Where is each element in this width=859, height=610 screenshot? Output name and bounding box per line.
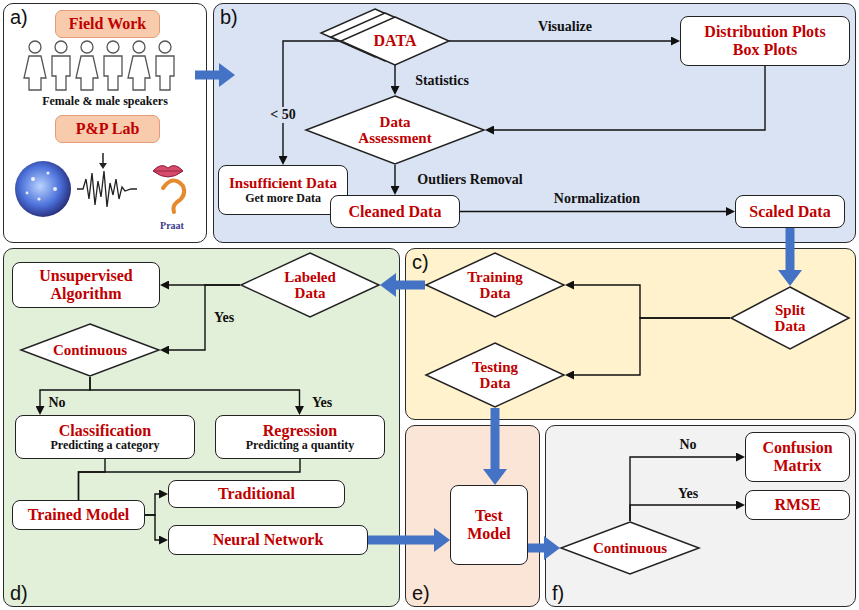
- decision-diamond: Continuous: [20, 323, 160, 377]
- node-label: Traditional: [218, 485, 295, 503]
- person-head: [107, 41, 119, 53]
- person-head: [133, 41, 145, 53]
- process-box: RegressionPredicting a quantity: [215, 415, 385, 459]
- diamond-shape: [731, 287, 849, 349]
- edge-label: Yes: [309, 395, 335, 411]
- decision-diamond: Data Assessment: [305, 95, 485, 165]
- process-box: Distribution Plots Box Plots: [680, 16, 850, 66]
- node-label: Cleaned Data: [349, 203, 442, 221]
- node-label: Classification: [59, 422, 151, 440]
- node-label: P&P Lab: [76, 120, 140, 138]
- brain-head-icon: [15, 161, 71, 217]
- panel: c)Training DataTesting DataSplit Data: [405, 248, 856, 420]
- diamond-shape: [426, 253, 564, 317]
- panel: f) Continuous Confusion MatrixRMSE: [545, 425, 856, 607]
- edge-label: No: [676, 437, 699, 453]
- process-box: Neural Network: [168, 525, 368, 555]
- node-label: DATA: [374, 32, 417, 50]
- diamond-shape: [341, 17, 449, 65]
- node-label: Test Model: [457, 507, 521, 542]
- process-box: Scaled Data: [735, 195, 845, 228]
- panel-letter: e): [412, 582, 533, 604]
- node-label: Continuous: [53, 342, 127, 359]
- edge-label: Yes: [211, 310, 237, 326]
- process-box: Test Model: [450, 485, 528, 565]
- process-box: Trained Model: [12, 500, 145, 530]
- process-box: Confusion Matrix: [745, 432, 850, 482]
- node-label: Regression: [263, 422, 337, 440]
- decision-diamond: Training Data: [425, 252, 565, 318]
- node-label: RMSE: [774, 496, 820, 514]
- edge-label: Visualize: [535, 19, 595, 35]
- process-box: RMSE: [745, 490, 850, 520]
- node-note: Predicting a category: [50, 439, 159, 452]
- process-box: ClassificationPredicting a category: [15, 415, 195, 459]
- source-box: P&P Lab: [55, 115, 160, 143]
- node-label: Split Data: [765, 302, 815, 335]
- process-box: Unsupervised Algorithm: [12, 262, 160, 308]
- node-label: Testing Data: [460, 359, 530, 392]
- panel: b)DATADistribution Plots Box PlotsData A…: [213, 3, 856, 243]
- person-head: [81, 41, 93, 53]
- panel: d) Unsupervised Algorithm Labeled DataCont…: [3, 248, 400, 607]
- logo-text: Praat: [157, 220, 187, 232]
- node-label: Distribution Plots Box Plots: [700, 23, 830, 58]
- node-label: Insufficient Data: [229, 175, 337, 192]
- person-head: [55, 41, 67, 53]
- diamond-shape: [241, 253, 379, 317]
- panel-letter: f): [552, 582, 849, 604]
- panel: e) Test Model: [405, 425, 540, 607]
- person-head: [159, 41, 171, 53]
- process-box: Traditional: [168, 480, 345, 508]
- node-label: Confusion Matrix: [752, 439, 843, 474]
- node-label: Field Work: [69, 15, 147, 33]
- diamond-shape: [561, 522, 699, 574]
- neuron-dot: [46, 171, 49, 174]
- node-label: Trained Model: [28, 506, 129, 524]
- decision-diamond: Testing Data: [425, 342, 565, 408]
- node-label: Continuous: [593, 540, 667, 557]
- lips-line: [154, 171, 182, 172]
- node-label: Data Assessment: [348, 114, 443, 147]
- edge-label: Yes: [675, 486, 701, 502]
- edge-label: Outliers Removal: [414, 172, 525, 188]
- small-arrow: [102, 153, 104, 164]
- diamond-shape: [426, 343, 564, 407]
- edge-label: < 50: [267, 107, 298, 123]
- neuron-dot: [26, 192, 29, 195]
- data-stack: DATA: [320, 8, 450, 66]
- source-box: Field Work: [55, 10, 160, 38]
- panel-letter: d): [10, 582, 393, 604]
- decision-diamond: Split Data: [730, 286, 850, 350]
- neuron-dot: [31, 177, 35, 181]
- node-note: Predicting a quantity: [246, 439, 354, 452]
- edge-label: Statistics: [412, 73, 472, 89]
- process-box: Insufficient DataGet more Data: [218, 165, 348, 215]
- node-label: Scaled Data: [749, 203, 830, 221]
- illustration-caption: Female & male speakers: [39, 95, 171, 109]
- edge-label: No: [45, 395, 68, 411]
- process-box: Cleaned Data: [330, 195, 460, 228]
- decision-diamond: Labeled Data: [240, 252, 380, 318]
- node-label: Training Data: [460, 269, 530, 302]
- person-head: [29, 41, 41, 53]
- node-label: Unsupervised Algorithm: [19, 267, 153, 302]
- neuron-dot: [53, 187, 57, 191]
- diamond-shape: [21, 324, 159, 376]
- neuron-dot: [37, 197, 40, 200]
- node-note: Get more Data: [245, 192, 321, 205]
- edge-label: Normalization: [551, 191, 643, 207]
- diamond-shape: [306, 96, 484, 164]
- node-label: Neural Network: [213, 531, 324, 549]
- decision-diamond: Continuous: [560, 521, 700, 575]
- neuron-dots: [26, 171, 57, 200]
- node-label: Labeled Data: [275, 269, 345, 302]
